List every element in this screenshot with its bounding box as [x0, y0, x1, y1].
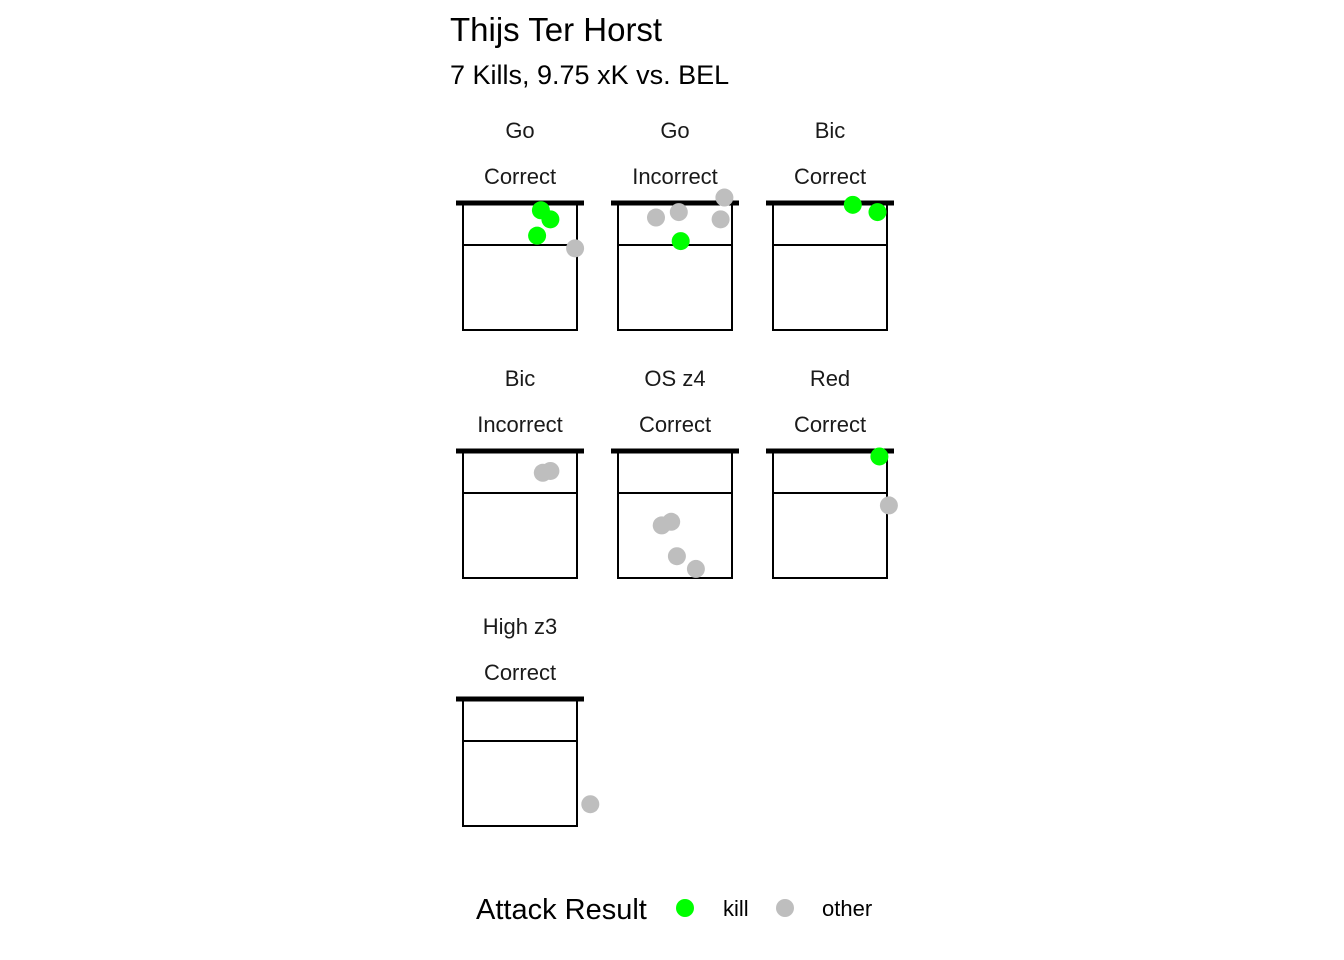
court-outline [462, 202, 578, 331]
court-outline [772, 202, 888, 331]
point-other [647, 208, 665, 227]
legend-title: Attack Result [476, 894, 647, 926]
point-other [652, 516, 671, 535]
point-kill [671, 232, 690, 251]
facet-panel: OS z4 Correct [611, 366, 739, 579]
point-kill [843, 195, 862, 214]
point-other [667, 547, 686, 566]
legend-label-kill: kill [723, 896, 749, 921]
point-other [715, 188, 734, 207]
legend: Attack Result kill other [476, 894, 872, 926]
legend-key-other [776, 899, 794, 917]
facet-label-call: OS z4 [644, 366, 705, 391]
facet-label-call: High z3 [483, 614, 558, 639]
point-kill [870, 447, 889, 466]
legend-label-other: other [822, 896, 872, 921]
facet-label-read: Correct [484, 660, 556, 685]
facet-label-read: Correct [639, 412, 711, 437]
point-other [541, 461, 560, 480]
facet-grid: GoCorrectGoIncorrectBicCorrectBicIncorre… [456, 118, 898, 827]
facet-label-read: Incorrect [632, 164, 718, 189]
point-kill [528, 226, 547, 245]
facet-label-read: Correct [794, 164, 866, 189]
court-outline [462, 698, 578, 827]
point-kill [541, 210, 560, 229]
court-outline [772, 450, 888, 579]
facet-label-read: Correct [794, 412, 866, 437]
point-other [581, 795, 600, 814]
facet-label-read: Correct [484, 164, 556, 189]
facet-label-call: Bic [815, 118, 846, 143]
facet-panel: High z3 Correct [456, 614, 600, 827]
chart-title: Thijs Ter Horst [450, 11, 662, 48]
facet-label-call: Bic [505, 366, 536, 391]
point-other [686, 559, 705, 578]
chart-subtitle: 7 Kills, 9.75 xK vs. BEL [450, 60, 729, 90]
point-kill [868, 203, 887, 222]
facet-label-call: Red [810, 366, 850, 391]
point-other [879, 496, 898, 515]
point-other [566, 239, 585, 258]
legend-key-kill [676, 899, 694, 917]
facet-label-call: Go [660, 118, 689, 143]
court-outline [462, 450, 578, 579]
point-other [669, 203, 688, 222]
point-other [711, 210, 730, 229]
facet-label-call: Go [505, 118, 534, 143]
facet-label-read: Incorrect [477, 412, 563, 437]
